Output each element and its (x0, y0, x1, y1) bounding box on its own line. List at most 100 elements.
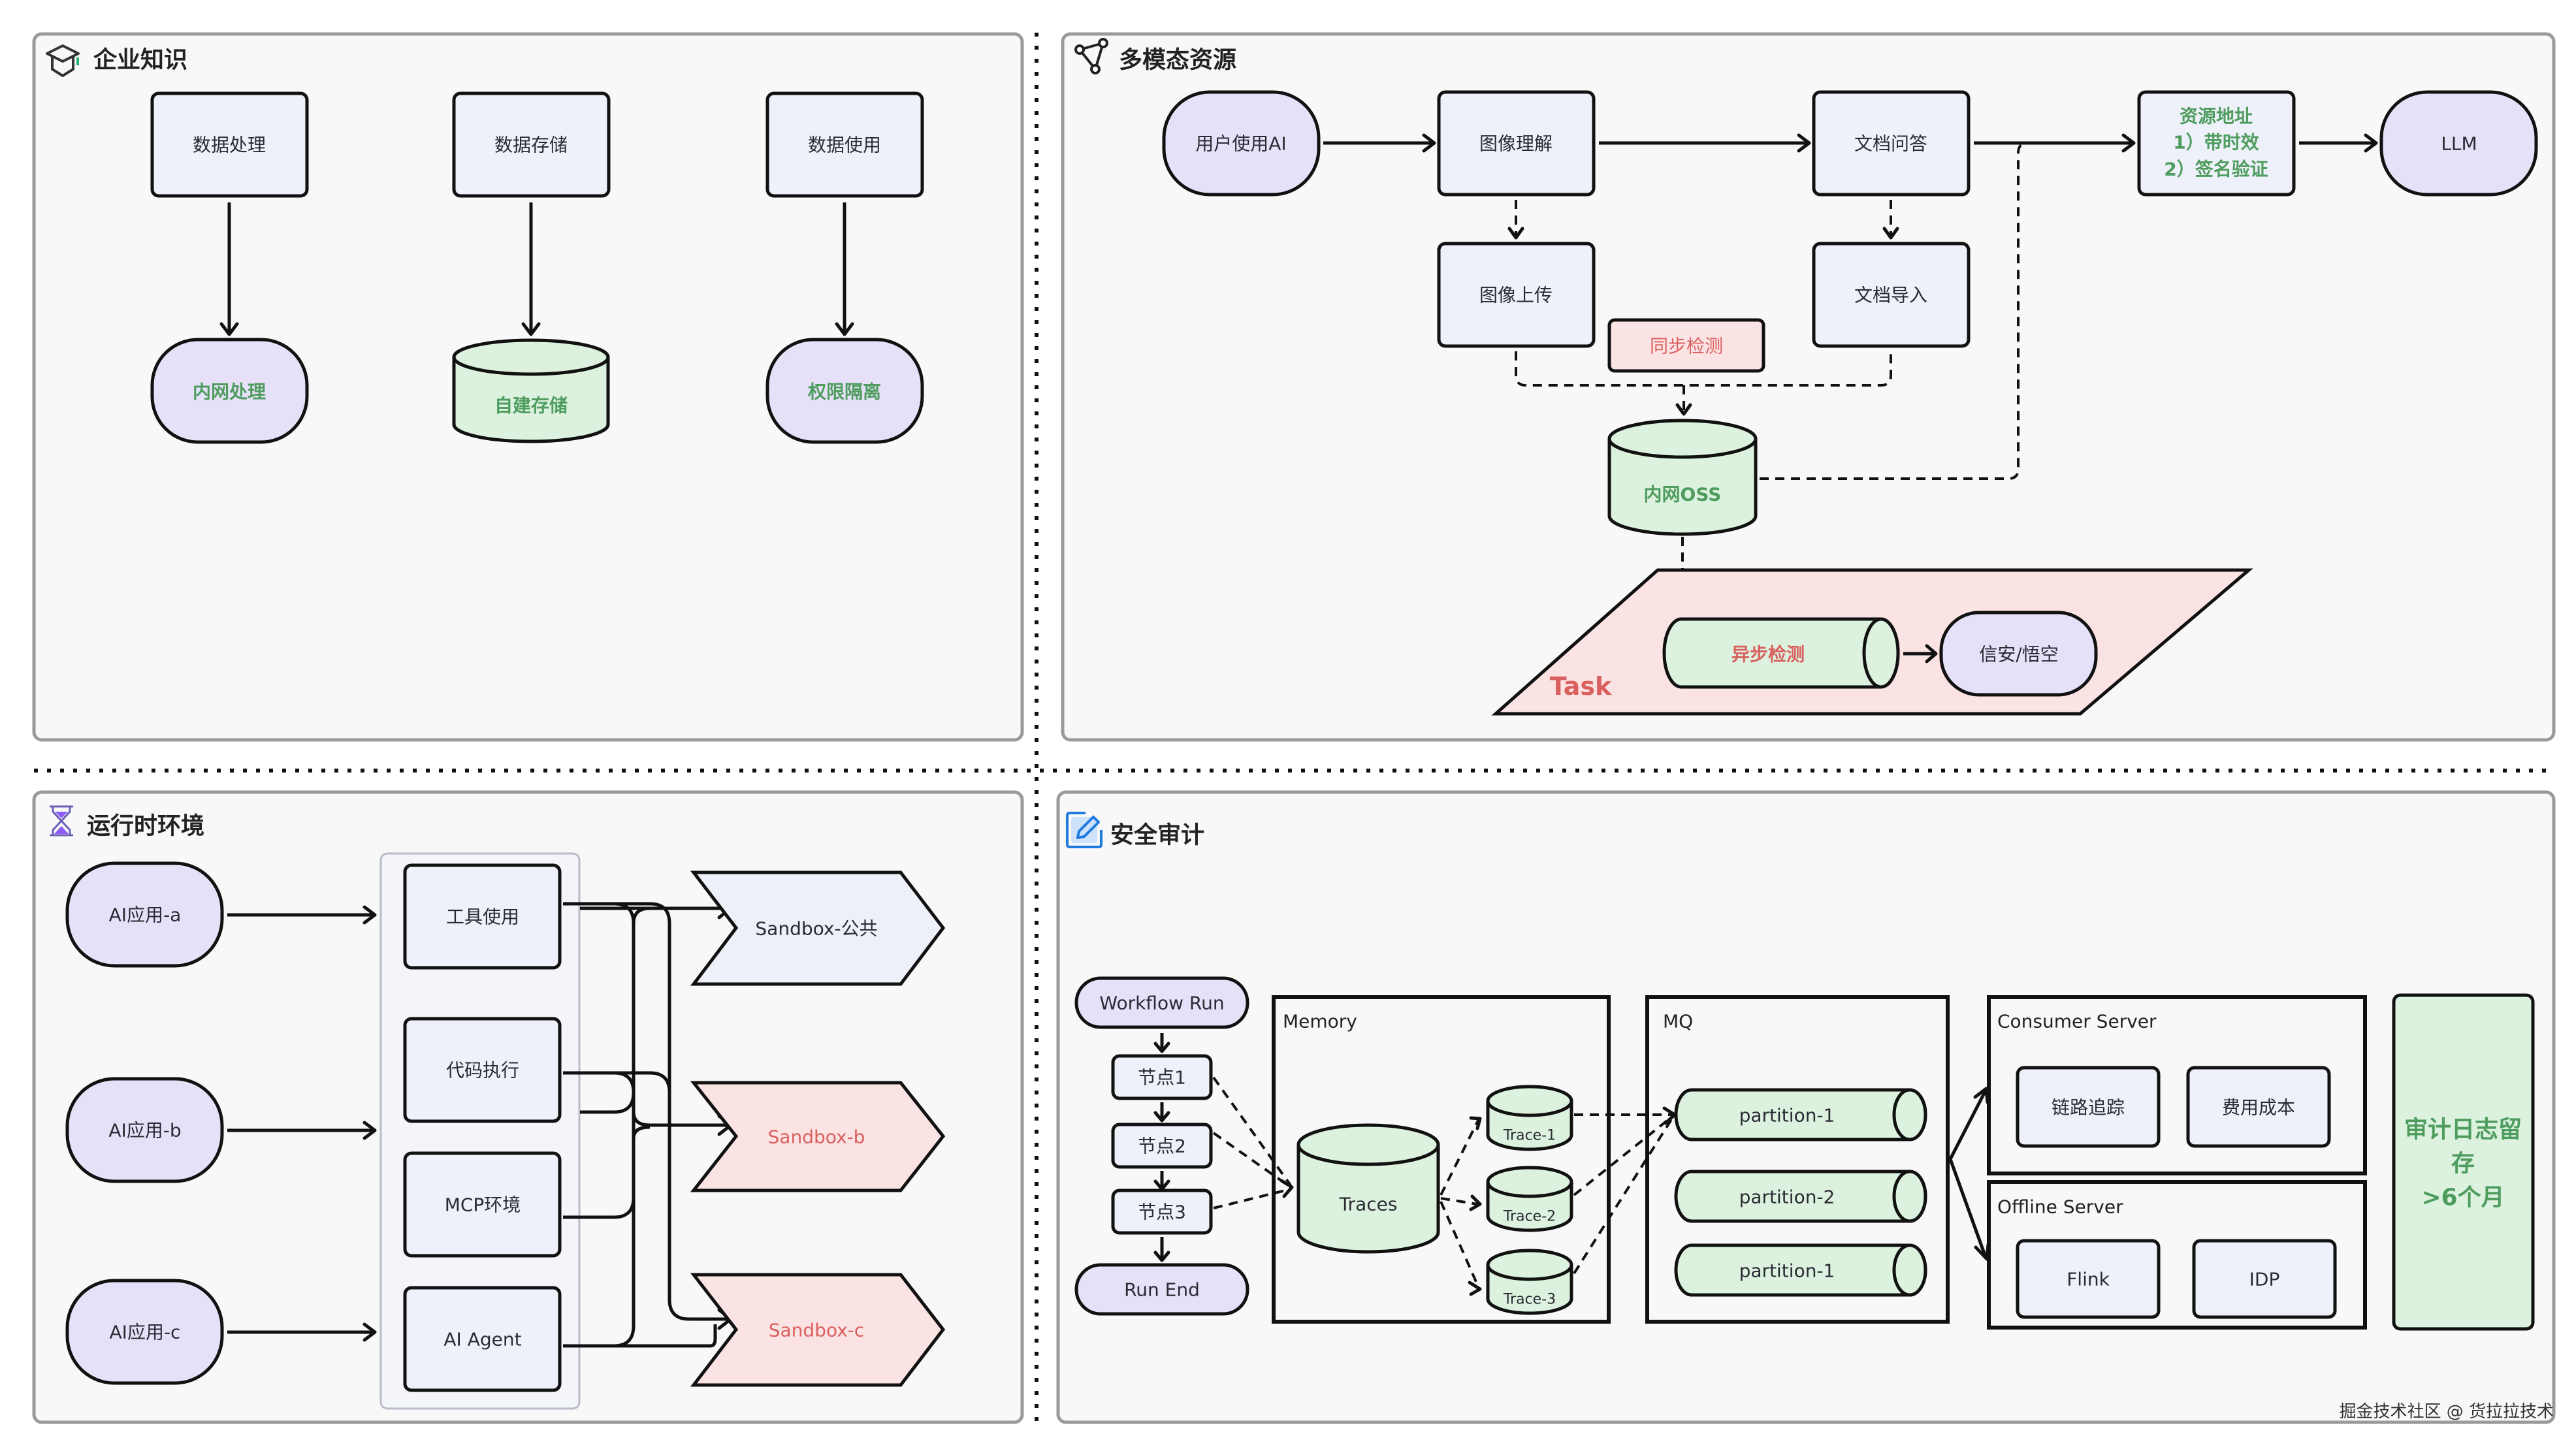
node-async-check[interactable]: 异步检测 (1662, 617, 1900, 689)
node-document-import[interactable]: 文档导入 (1812, 242, 1971, 348)
node-to-traces-connectors (1212, 1076, 1294, 1209)
arrow (1599, 133, 1811, 153)
node-trace-tracking[interactable]: 链路追踪 (2016, 1066, 2161, 1148)
workflow-run[interactable]: Workflow Run (1074, 976, 1249, 1029)
node-data-processing[interactable]: 数据处理 (150, 91, 309, 198)
node-label: 存 (2451, 1151, 2475, 1177)
task-label: Task (1550, 672, 1612, 701)
dotted-merge-connector (1515, 351, 1892, 416)
node-sync-check[interactable]: 同步检测 (1607, 318, 1765, 373)
node-label: AI应用-b (108, 1120, 181, 1141)
node-image-upload[interactable]: 图像上传 (1437, 242, 1596, 348)
node-label: Run End (1124, 1279, 1200, 1301)
dashed-arrow (1507, 200, 1524, 240)
run-end[interactable]: Run End (1074, 1263, 1249, 1316)
node-label: 文档问答 (1854, 133, 1927, 155)
node-resource-address[interactable]: 资源地址 1）带时效 2）签名验证 (2137, 90, 2296, 197)
panel-title: 安全审计 (1110, 821, 1204, 849)
node-label: 工具使用 (446, 906, 519, 928)
workflow-node-2[interactable]: 节点2 (1111, 1123, 1213, 1169)
node-data-storage[interactable]: 数据存储 (452, 91, 611, 198)
node-label: AI应用-a (109, 904, 182, 926)
node-label: Trace-1 (1503, 1128, 1556, 1144)
panel-title: 企业知识 (93, 46, 187, 74)
arrow (227, 1121, 377, 1140)
trace-1[interactable]: Trace-1 (1486, 1085, 1573, 1151)
node-ai-app-a[interactable]: AI应用-a (65, 861, 224, 968)
node-intranet-processing[interactable]: 内网处理 (150, 338, 309, 444)
node-label: Flink (2067, 1269, 2110, 1290)
arrow (521, 202, 541, 336)
node-ai-agent[interactable]: AI Agent (403, 1286, 562, 1392)
panel-enterprise-knowledge: 企业知识 数据处理 数据存储 数据使用 内网处 (32, 32, 1024, 742)
arrow (1153, 1237, 1170, 1262)
group-label: Consumer Server (1997, 1011, 2157, 1032)
node-label: 审计日志留 (2404, 1117, 2522, 1143)
node-label: 节点2 (1138, 1136, 1186, 1157)
trace-3[interactable]: Trace-3 (1486, 1249, 1573, 1315)
dotted-oss-to-resource-connector (1760, 142, 2131, 480)
trace-2[interactable]: Trace-2 (1486, 1166, 1573, 1232)
node-document-qa[interactable]: 文档问答 (1812, 90, 1971, 197)
mq-group: MQ (1645, 995, 1950, 1324)
node-label: >6个月 (2421, 1185, 2504, 1211)
arrow (1323, 133, 1436, 153)
partition-1b[interactable]: partition-1 (1674, 1243, 1927, 1297)
node-ai-app-b[interactable]: AI应用-b (65, 1077, 224, 1183)
offline-server-group: Offline Server (1987, 1180, 2367, 1330)
node-label: Traces (1339, 1194, 1398, 1215)
panel-title: 多模态资源 (1119, 47, 1236, 74)
panel-security-audit: 安全审计 Workflow Run 节点1 节点2 节点3 (1056, 790, 2556, 1424)
workflow-node-3[interactable]: 节点3 (1111, 1188, 1213, 1235)
node-label: 图像理解 (1479, 133, 1553, 155)
node-label: Sandbox-c (769, 1320, 865, 1341)
arrow (219, 202, 239, 336)
node-security-wukong[interactable]: 信安/悟空 (1939, 611, 2098, 697)
node-label: 权限隔离 (807, 381, 881, 403)
partition-1a[interactable]: partition-1 (1674, 1088, 1927, 1141)
node-code-execution[interactable]: 代码执行 (403, 1017, 562, 1123)
node-user-uses-ai[interactable]: 用户使用AI (1162, 90, 1321, 197)
sandbox-public[interactable]: Sandbox-公共 (690, 870, 946, 986)
node-label: 资源地址 (2180, 106, 2253, 127)
group-label: Offline Server (1997, 1196, 2123, 1218)
node-image-understanding[interactable]: 图像理解 (1437, 90, 1596, 197)
node-label: Trace-3 (1503, 1292, 1556, 1308)
node-intranet-oss[interactable]: 内网OSS (1607, 419, 1758, 536)
node-flink[interactable]: Flink (2016, 1239, 2161, 1319)
node-label: 同步检测 (1650, 336, 1723, 357)
graduation-cap-icon (46, 44, 80, 77)
node-self-hosted-storage[interactable]: 自建存储 (452, 338, 610, 443)
partition-2[interactable]: partition-2 (1674, 1170, 1927, 1223)
node-label: 自建存储 (494, 395, 568, 417)
arrow (227, 1322, 377, 1342)
node-cost-tracking[interactable]: 费用成本 (2186, 1066, 2331, 1148)
workflow-node-1[interactable]: 节点1 (1111, 1054, 1213, 1100)
node-label: 代码执行 (446, 1060, 519, 1081)
node-label: 文档导入 (1854, 285, 1927, 306)
sandbox-b[interactable]: Sandbox-b (690, 1081, 946, 1192)
arrow (227, 905, 377, 925)
node-mcp-environment[interactable]: MCP环境 (403, 1151, 562, 1258)
node-idp[interactable]: IDP (2192, 1239, 2337, 1319)
node-data-usage[interactable]: 数据使用 (765, 91, 924, 198)
sandbox-c[interactable]: Sandbox-c (690, 1273, 946, 1387)
arrow (1903, 644, 1938, 663)
node-label: LLM (2441, 133, 2477, 155)
node-llm[interactable]: LLM (2379, 90, 2538, 197)
node-ai-app-c[interactable]: AI应用-c (65, 1279, 224, 1385)
hourglass-icon (50, 805, 73, 837)
node-label: 信安/悟空 (1979, 644, 2058, 665)
node-label: 内网OSS (1644, 484, 1722, 505)
capability-container (379, 852, 581, 1410)
audit-log-retention[interactable]: 审计日志留 存 >6个月 (2392, 993, 2535, 1331)
node-label: MCP环境 (445, 1194, 521, 1216)
node-tool-usage[interactable]: 工具使用 (403, 863, 562, 970)
group-label: Memory (1283, 1011, 1357, 1032)
panel-multimodal-resources: 多模态资源 用户使用AI 图像理解 文档问答 资源地址 1 (1061, 32, 2556, 742)
node-label: 费用成本 (2222, 1097, 2295, 1119)
node-label: Sandbox-公共 (755, 918, 877, 940)
traces-store[interactable]: Traces (1296, 1123, 1440, 1254)
node-permission-isolation[interactable]: 权限隔离 (765, 338, 924, 444)
